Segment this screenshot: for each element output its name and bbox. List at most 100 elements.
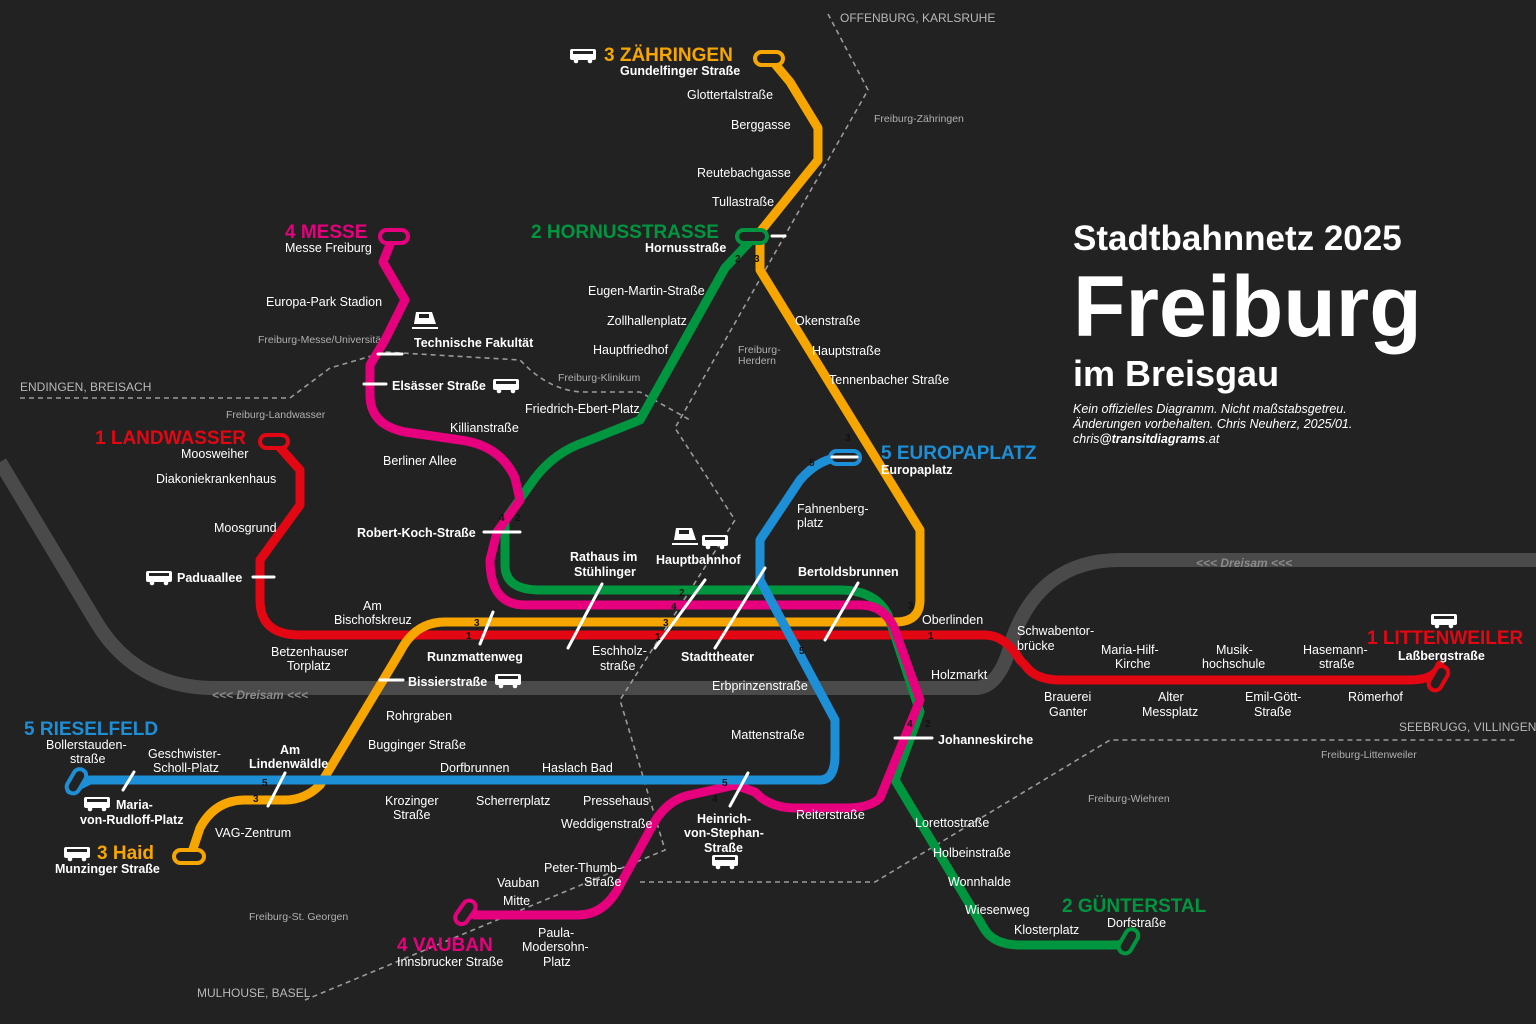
station-musik-1: Musik- (1216, 643, 1253, 657)
station-moosgrund: Moosgrund (214, 521, 277, 535)
terminus-europaplatz: 5 EUROPAPLATZ (881, 443, 1037, 464)
capsule-rieselfeld (64, 767, 89, 796)
station-hauptbahnhof: Hauptbahnhof (656, 553, 742, 567)
station-reutebach: Reutebachgasse (697, 166, 791, 180)
bus-icon (493, 379, 519, 394)
station-dorfstrasse: Dorfstraße (1107, 916, 1166, 930)
bus-icon (146, 571, 172, 586)
line-5 (65, 452, 850, 795)
station-heinrich-1: Heinrich- (697, 812, 751, 826)
terminus-hornusstrasse: 2 HORNUSSTRASSE (531, 222, 719, 243)
station-rathaus-1: Rathaus im (570, 550, 637, 564)
bus-icon (702, 535, 728, 550)
note-line-2: Änderungen vorbehalten. Chris Neuherz, 2… (1072, 417, 1352, 431)
tick-hauptbahnhof (653, 578, 707, 650)
station-loretto: Lorettostraße (915, 816, 989, 830)
rail-zaehringen: Freiburg-Zähringen (874, 113, 964, 125)
rail-littenweiler: Freiburg-Littenweiler (1321, 749, 1417, 761)
terminus-rieselfeld: 5 RIESELFELD (24, 719, 158, 740)
note-line-3: chris@transitdiagrams.at (1073, 432, 1220, 446)
station-eschholz-1: Eschholz- (592, 644, 647, 658)
badge-3-linden: 3 (253, 794, 259, 805)
station-lassberg: Laßbergstraße (1398, 649, 1485, 663)
station-emil-1: Emil-Gött- (1245, 690, 1301, 704)
terminus-labels: 3 ZÄHRINGEN 2 HORNUSSTRASSE 4 MESSE 1 LA… (24, 45, 1524, 956)
station-rathaus-2: Stühlinger (574, 565, 636, 579)
station-oberlinden: Oberlinden (922, 613, 983, 627)
station-buggingen: Bugginger Straße (368, 738, 466, 752)
station-bissier: Bissierstraße (408, 675, 487, 689)
station-killian: Killianstraße (450, 421, 519, 435)
badge-5-europa: 5 (809, 458, 815, 469)
station-fahnen-1: Fahnenberg- (797, 502, 869, 516)
station-elsaesser: Elsässer Straße (392, 379, 486, 393)
tick-rathaus (566, 582, 604, 650)
station-paduaallee: Paduaallee (177, 571, 242, 585)
station-technische: Technische Fakultät (414, 336, 534, 350)
station-reiter: Reiterstraße (796, 808, 865, 822)
station-tulla: Tullastraße (712, 195, 774, 209)
rail-offenburg: OFFENBURG, KARLSRUHE (840, 11, 995, 25)
station-johannes: Johanneskirche (938, 733, 1033, 747)
rail-seebrugg: SEEBRUGG, VILLINGEN (1399, 720, 1536, 734)
line-badges: 2 3 3 5 4 2 3 1 2 4 3 1 3 1 5 4 2 5 3 5 … (253, 254, 934, 805)
station-musik-2: hochschule (1202, 657, 1265, 671)
terminus-capsules (64, 50, 1451, 956)
station-berliner: Berliner Allee (383, 454, 457, 468)
badge-2-johannes: 2 (925, 719, 931, 730)
station-moosweiher: Moosweiher (181, 447, 248, 461)
rail-herdern-2: Herdern (738, 355, 776, 367)
station-friedrich: Friedrich-Ebert-Platz (525, 402, 640, 416)
station-fahnen-2: platz (797, 516, 823, 530)
station-paula-3: Platz (543, 955, 571, 969)
station-brauerei-1: Brauerei (1044, 690, 1091, 704)
station-linden-1: Am (280, 743, 300, 757)
station-dorfbrunnen: Dorfbrunnen (440, 761, 510, 775)
note-line-1: Kein offizielles Diagramm. Nicht maßstab… (1073, 402, 1347, 416)
station-eschholz-2: straße (600, 659, 635, 673)
terminus-zaehringen: 3 ZÄHRINGEN (604, 45, 733, 66)
badge-4-johannes: 4 (907, 719, 913, 730)
station-mariahilf-1: Maria-Hilf- (1101, 643, 1159, 657)
title-line-1: Stadtbahnnetz 2025 (1073, 219, 1402, 258)
terminus-messe: 4 MESSE (285, 222, 367, 243)
station-am-1: Am (363, 599, 382, 613)
capsule-haid (172, 848, 206, 865)
badge-2-robert: 2 (515, 513, 521, 524)
tick-lindenwaeldle (266, 771, 287, 808)
station-peter-1: Peter-Thumb- (544, 861, 621, 875)
badge-5-erbprinzen: 5 (799, 646, 805, 657)
station-emil-2: Straße (1254, 705, 1292, 719)
station-wonnhalde: Wonnhalde (948, 875, 1011, 889)
station-peter-2: Straße (584, 875, 622, 889)
note-tld: .at (1205, 432, 1219, 446)
station-vauban-1: Vauban (497, 876, 539, 890)
line-1 (255, 437, 1445, 685)
station-robert-koch: Robert-Koch-Straße (357, 526, 476, 540)
rail-klinikum: Freiburg-Klinikum (558, 372, 641, 384)
tick-bertolds (823, 581, 860, 642)
badge-5-heinrich: 5 (722, 778, 728, 789)
station-tennenbacher: Tennenbacher Straße (829, 373, 949, 387)
station-runzmatten: Runzmattenweg (427, 650, 523, 664)
tick-stadttheater (713, 566, 767, 650)
terminus-littenweiler: 1 LITTENWEILER (1367, 628, 1524, 649)
capsule-zaehringen (753, 50, 785, 67)
station-paula-1: Paula- (538, 926, 574, 940)
train-icon (672, 528, 698, 545)
title-line-3: im Breisgau (1073, 353, 1279, 394)
station-gundelfinger: Gundelfinger Straße (620, 64, 740, 78)
badge-1-runz: 1 (466, 631, 472, 642)
station-vagzentrum: VAG-Zentrum (215, 826, 291, 840)
station-holbein: Holbeinstraße (933, 846, 1011, 860)
badge-3-oberlinden: 3 (908, 601, 914, 612)
station-munzinger: Munzinger Straße (55, 862, 160, 876)
capsule-landwasser (258, 433, 290, 450)
station-hasemann-2: straße (1319, 657, 1354, 671)
station-boller-1: Bollerstauden- (46, 738, 127, 752)
badge-3-hbf: 3 (663, 618, 669, 629)
capsule-littenweiler (1426, 664, 1451, 693)
terminus-vauban: 4 VAUBAN (397, 935, 493, 956)
line-4 (365, 232, 925, 920)
bus-icon (495, 674, 521, 689)
